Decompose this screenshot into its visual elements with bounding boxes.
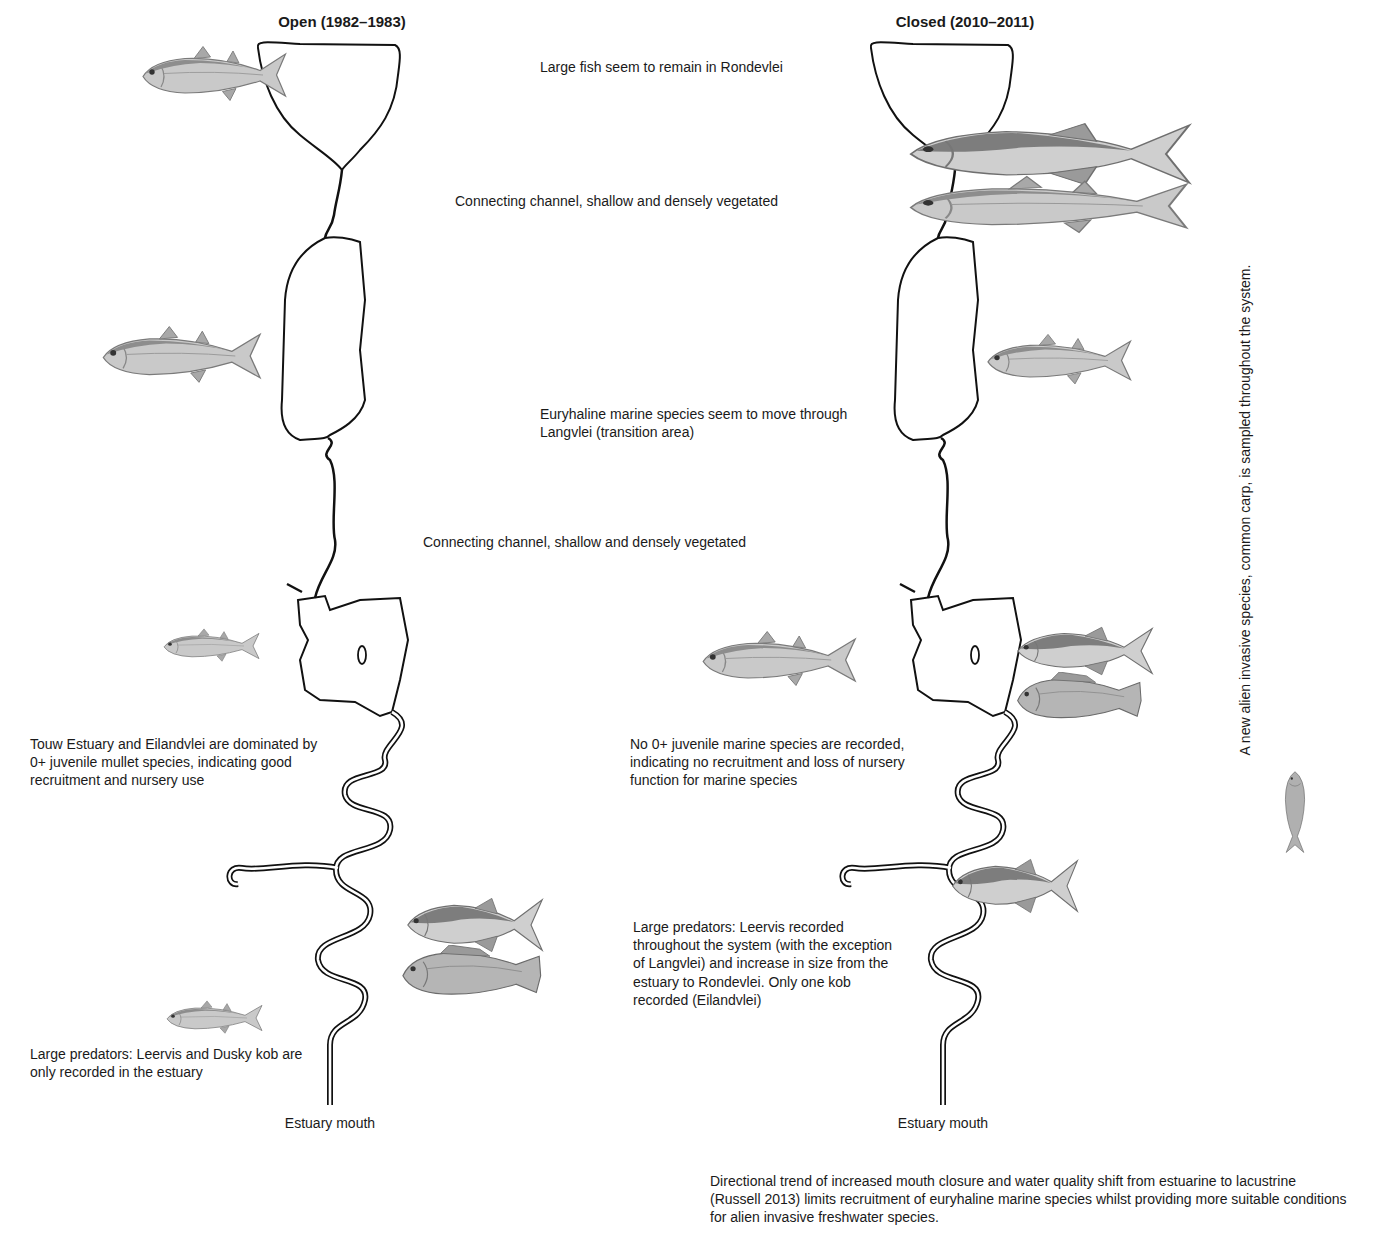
note-text: Large predators: Leervis recorded throug… <box>633 918 903 1009</box>
mullet-fish <box>143 47 286 101</box>
open-system-outline <box>229 42 408 1105</box>
column-heading: Open (1982–1983) <box>232 12 452 32</box>
place-label: Estuary mouth <box>883 1114 1003 1132</box>
mullet-fish <box>911 177 1187 233</box>
juvenile-mullet-fish <box>167 1001 262 1033</box>
leervis-fish <box>408 898 542 951</box>
juvenile-mullet-fish <box>164 629 259 661</box>
carp-fish <box>1285 772 1304 853</box>
kob-fish <box>1018 672 1142 718</box>
column-heading: Closed (2010–2011) <box>855 12 1075 32</box>
note-text: Connecting channel, shallow and densely … <box>455 192 855 210</box>
vertical-note: A new alien invasive species, common car… <box>1236 140 1254 880</box>
place-label: Estuary mouth <box>270 1114 390 1132</box>
kob-fish <box>403 945 541 994</box>
mullet-fish <box>703 632 855 686</box>
leervis-fish <box>953 859 1078 912</box>
mullet-fish <box>103 327 260 383</box>
mullet-fish <box>988 334 1131 384</box>
leervis-fish <box>911 124 1189 185</box>
note-text: Connecting channel, shallow and densely … <box>423 533 823 551</box>
note-text: Touw Estuary and Eilandvlei are dominate… <box>30 735 325 790</box>
note-text: Large fish seem to remain in Rondevlei <box>540 58 860 76</box>
caption-note: Directional trend of increased mouth clo… <box>710 1172 1350 1227</box>
note-text: No 0+ juvenile marine species are record… <box>630 735 905 790</box>
note-text: Euryhaline marine species seem to move t… <box>540 405 880 441</box>
leervis-fish <box>1018 627 1152 675</box>
note-text: Large predators: Leervis and Dusky kob a… <box>30 1045 315 1081</box>
